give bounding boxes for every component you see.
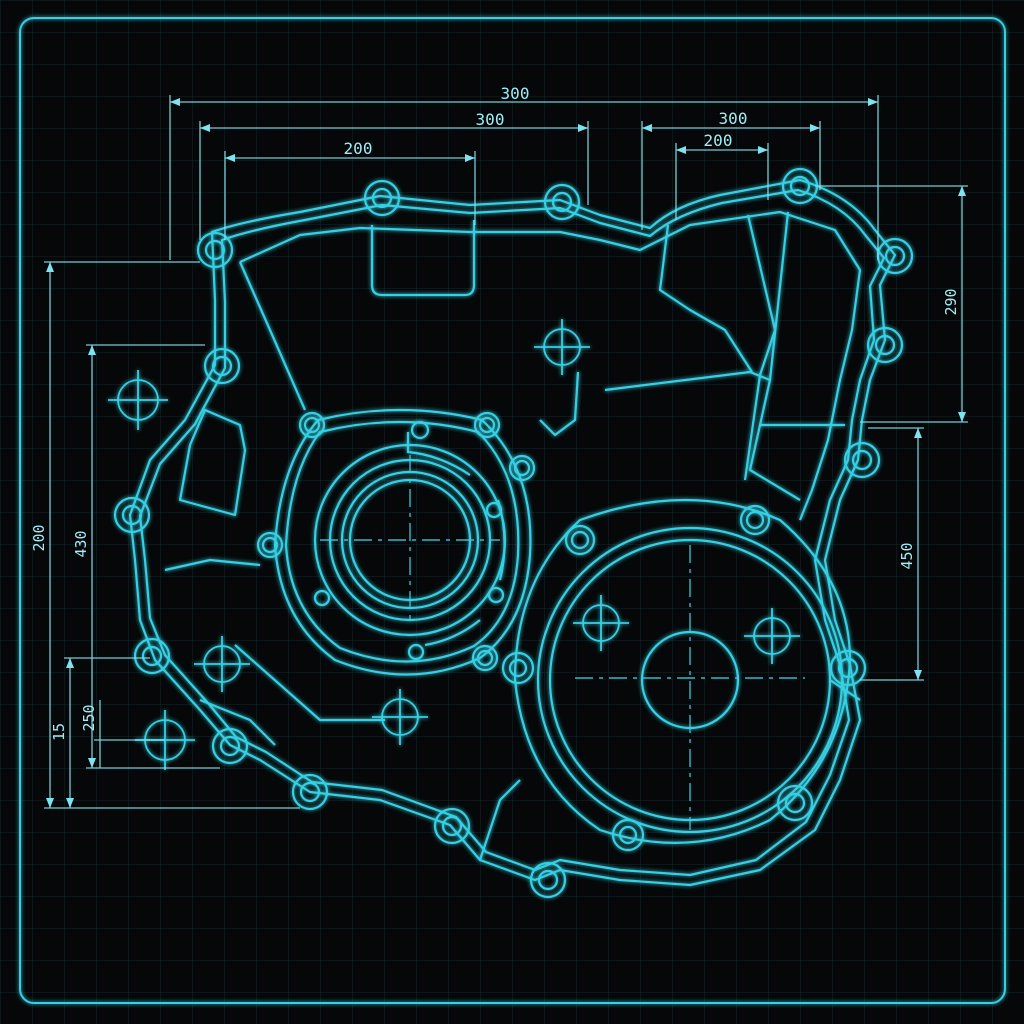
dim-top-left-outer: 300 (476, 110, 505, 129)
dim-left-lower-a: 250 (80, 704, 98, 731)
bolt-hole (776, 784, 814, 822)
bolt-hole (487, 586, 505, 604)
crosshair-hole (744, 608, 800, 664)
drawing-frame (19, 17, 1006, 1004)
locating-holes (108, 319, 800, 770)
bolt-hole (739, 504, 771, 536)
dim-left-lower-b: 15 (50, 723, 68, 741)
top-right-pocket (658, 224, 753, 373)
bolt-hole (843, 441, 881, 479)
top-left-pocket (370, 220, 476, 297)
bolt-hole (611, 818, 645, 852)
crosshair-hole (372, 689, 428, 745)
crosshair-hole (534, 319, 590, 375)
dim-left-mid: 430 (72, 530, 90, 557)
bolt-hole (211, 727, 249, 765)
bolt-hole (501, 651, 535, 685)
bolt-hole (133, 637, 171, 675)
dim-top-overall: 300 (501, 84, 530, 103)
bolt-holes (113, 167, 914, 899)
bolt-hole (256, 531, 284, 559)
crosshair-hole (108, 370, 168, 430)
bolt-hole (291, 773, 329, 811)
bolt-hole (866, 326, 904, 364)
bolt-hole (313, 589, 331, 607)
dimension-lines (44, 95, 968, 809)
bolt-hole (473, 411, 501, 439)
center-lines (320, 455, 805, 830)
bolt-hole (508, 454, 536, 482)
dim-top-right-inner: 200 (704, 131, 733, 150)
bolt-hole (196, 231, 234, 269)
crosshair-hole (194, 636, 250, 692)
bolt-hole (529, 861, 567, 899)
dim-right-lower: 450 (898, 542, 916, 569)
bolt-hole (564, 524, 596, 556)
bolt-hole (410, 420, 430, 440)
dimension-arrows (46, 98, 966, 808)
crosshair-hole (573, 595, 629, 651)
bolt-hole (203, 347, 241, 385)
dimension-labels: 300 300 200 300 200 290 450 200 430 250 … (30, 84, 960, 741)
bolt-hole (113, 496, 151, 534)
bolt-hole (829, 649, 867, 687)
dim-top-right-outer: 300 (719, 109, 748, 128)
bolt-hole (485, 501, 503, 519)
cover-outline (128, 178, 897, 887)
bolt-hole (471, 644, 499, 672)
bolt-hole (363, 179, 401, 217)
dim-left-outer: 200 (30, 524, 48, 551)
dim-right-upper: 290 (942, 288, 960, 315)
dim-top-left-inner: 200 (344, 139, 373, 158)
bolt-hole (543, 183, 581, 221)
bolt-hole (433, 807, 471, 845)
bolt-hole (298, 411, 326, 439)
bolt-hole (407, 643, 425, 661)
